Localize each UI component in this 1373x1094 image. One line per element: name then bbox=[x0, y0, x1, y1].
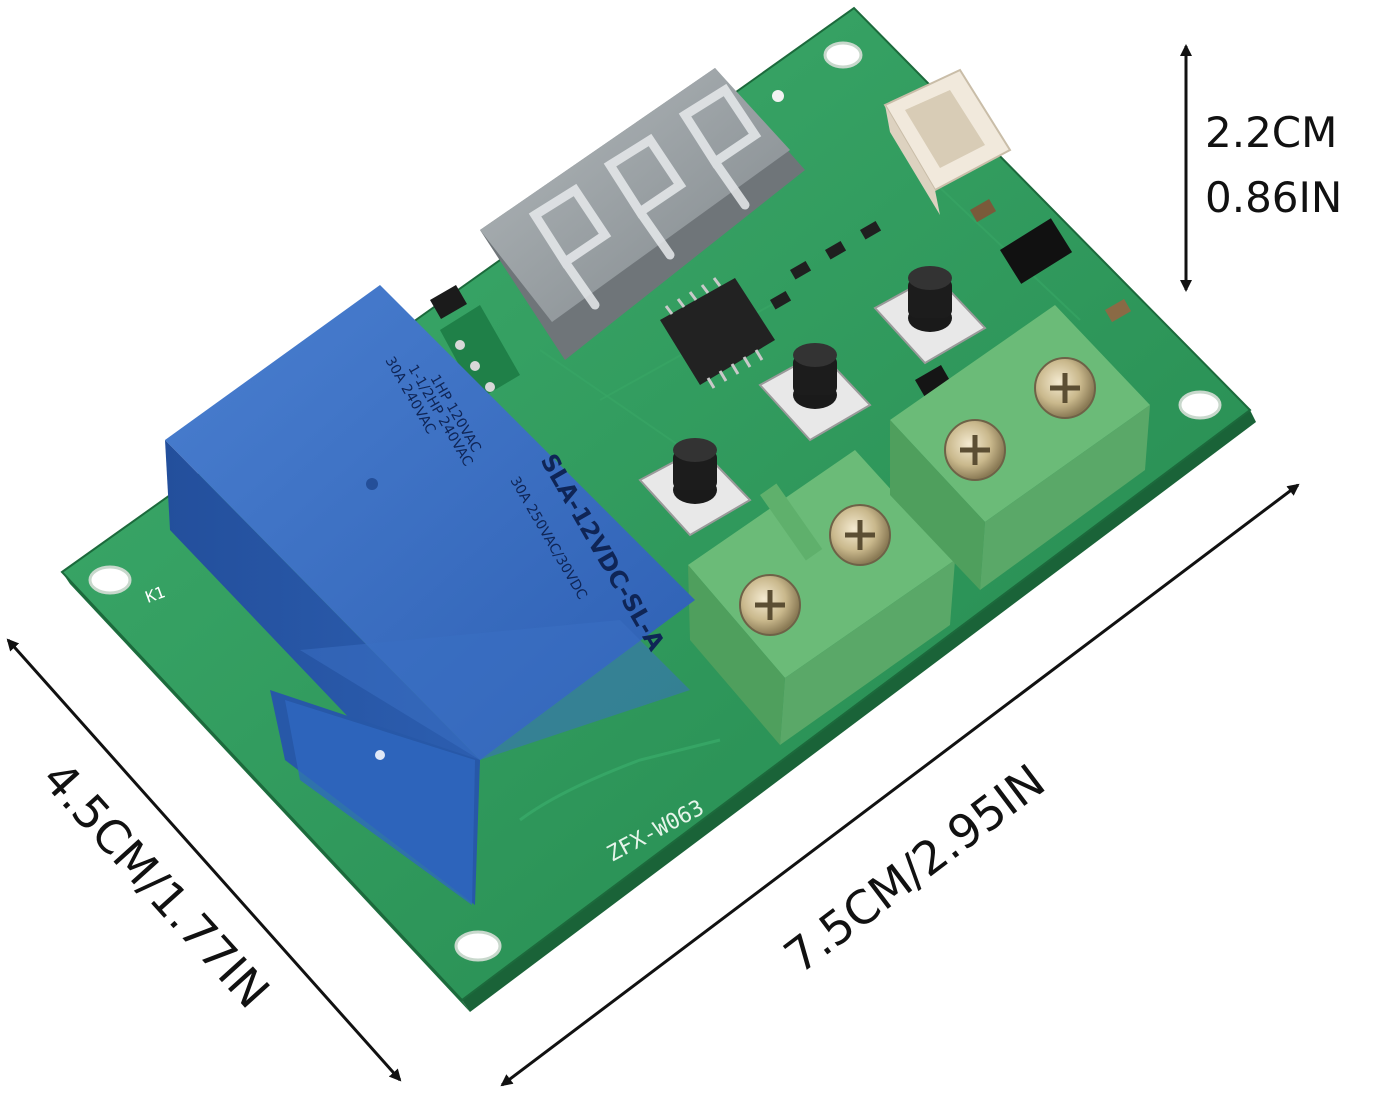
mounting-holes bbox=[88, 41, 1222, 962]
mounting-hole-right bbox=[1178, 390, 1222, 420]
mounting-hole-top bbox=[823, 41, 863, 69]
power-connector bbox=[883, 68, 1012, 215]
length-label: 7.5CM/2.95IN bbox=[774, 754, 1055, 984]
seven-segment-display bbox=[480, 68, 805, 360]
width-arrow bbox=[6, 638, 402, 1082]
length-arrow bbox=[500, 483, 1300, 1087]
tactile-button-3 bbox=[873, 266, 987, 365]
header-pins bbox=[440, 305, 520, 400]
tactile-button-2 bbox=[758, 343, 872, 442]
height-in-label: 0.86IN bbox=[1205, 173, 1342, 222]
height-cm-label: 2.2CM bbox=[1205, 108, 1337, 157]
mounting-hole-left bbox=[88, 565, 132, 595]
mounting-hole-bottom bbox=[454, 930, 502, 962]
microcontroller-chip bbox=[660, 277, 775, 389]
smd-components bbox=[429, 198, 1132, 400]
width-label: 4.5CM/1.77IN bbox=[32, 751, 280, 1018]
